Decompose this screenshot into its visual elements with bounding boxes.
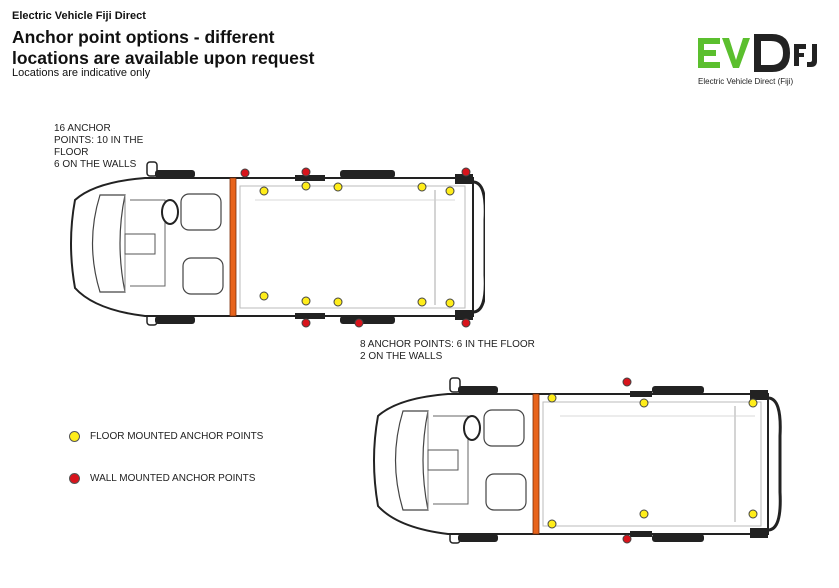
floor-anchor-point (417, 182, 427, 192)
floor-anchor-point (639, 398, 649, 408)
title-line-1: Anchor point options - different (12, 27, 275, 47)
floor-anchor-point (445, 186, 455, 196)
top-label-line-1: 16 ANCHOR (54, 123, 111, 134)
van-diagram-8-points (373, 377, 782, 544)
rear-right-light (750, 528, 768, 538)
evd-logo: Electric Vehicle Direct (Fiji) (694, 30, 824, 90)
floor-anchor-point (259, 291, 269, 301)
cargo-area (535, 393, 769, 535)
floor-anchor-point (748, 398, 758, 408)
evd-logo-mark (698, 34, 817, 72)
windscreen (91, 194, 126, 293)
floor-anchor-point (445, 298, 455, 308)
bottom-anchor-label: 8 ANCHOR POINTS: 6 IN THE FLOOR 2 ON THE… (360, 339, 535, 363)
floor-anchor-point (547, 519, 557, 529)
floor-anchor-point (333, 297, 343, 307)
legend-floor-label: FLOOR MOUNTED ANCHOR POINTS (90, 431, 264, 442)
driver-seat (483, 409, 525, 447)
passenger-seat (182, 257, 224, 295)
legend-wall-label: WALL MOUNTED ANCHOR POINTS (90, 473, 256, 484)
front-right-wheel (458, 534, 498, 542)
passenger-seat (485, 473, 527, 511)
wall-anchor-point (301, 167, 311, 177)
wall-anchor-point (354, 318, 364, 328)
red-dot-icon (69, 473, 80, 484)
floor-anchor-point (547, 393, 557, 403)
company-name: Electric Vehicle Fiji Direct (12, 10, 146, 22)
cargo-area (232, 177, 474, 317)
wall-anchor-points (622, 377, 632, 544)
top-label-line-2: POINTS: 10 IN THE (54, 135, 144, 146)
floor-anchor-point (748, 509, 758, 519)
rear-right-light (455, 310, 473, 320)
rear-left-wheel (340, 170, 395, 178)
floor-anchor-point (259, 186, 269, 196)
left-mirror (146, 161, 158, 177)
floor-anchor-point (639, 509, 649, 519)
floor-anchor-points (547, 393, 758, 529)
bulkhead (532, 393, 540, 535)
front-right-wheel (155, 316, 195, 324)
logo-tagline: Electric Vehicle Direct (Fiji) (698, 77, 794, 86)
top-label-line-3: FLOOR (54, 147, 89, 158)
bottom-label-line-2: 2 ON THE WALLS (360, 351, 443, 362)
yellow-dot-icon (69, 431, 80, 442)
rear-left-light (455, 174, 473, 184)
top-anchor-label: 16 ANCHOR POINTS: 10 IN THE FLOOR 6 ON T… (54, 123, 164, 171)
dashboard (427, 449, 459, 471)
floor-anchor-points (259, 181, 455, 308)
top-label-line-4: 6 ON THE WALLS (54, 159, 137, 170)
rear-left-light (750, 390, 768, 400)
front-left-wheel (155, 170, 195, 178)
title-line-2: locations are available upon request (12, 48, 315, 68)
floor-anchor-point (301, 296, 311, 306)
rear-right-wheel (652, 534, 704, 542)
indicative-note: Locations are indicative only (12, 67, 151, 79)
steering-wheel (463, 415, 481, 441)
legend-wall: WALL MOUNTED ANCHOR POINTS (69, 473, 255, 484)
wall-anchor-point (622, 377, 632, 387)
left-mirror (449, 377, 461, 393)
floor-anchor-point (417, 297, 427, 307)
dashboard (124, 233, 156, 255)
steering-wheel (161, 199, 179, 225)
legend-floor: FLOOR MOUNTED ANCHOR POINTS (69, 431, 263, 442)
van-diagram-16-points (70, 161, 485, 328)
wall-anchor-points (240, 167, 471, 328)
wall-anchor-point (461, 167, 471, 177)
windscreen (394, 410, 429, 511)
rear-right-wheel (340, 316, 395, 324)
wall-anchor-point (240, 168, 250, 178)
driver-seat (180, 193, 222, 231)
wall-anchor-point (301, 318, 311, 328)
wall-anchor-point (622, 534, 632, 544)
floor-anchor-point (301, 181, 311, 191)
front-left-wheel (458, 386, 498, 394)
bulkhead (229, 177, 237, 317)
rear-left-wheel (652, 386, 704, 394)
bottom-label-line-1: 8 ANCHOR POINTS: 6 IN THE FLOOR (360, 339, 535, 350)
page-title: Anchor point options - different locatio… (12, 27, 314, 69)
wall-anchor-point (461, 318, 471, 328)
floor-anchor-point (333, 182, 343, 192)
